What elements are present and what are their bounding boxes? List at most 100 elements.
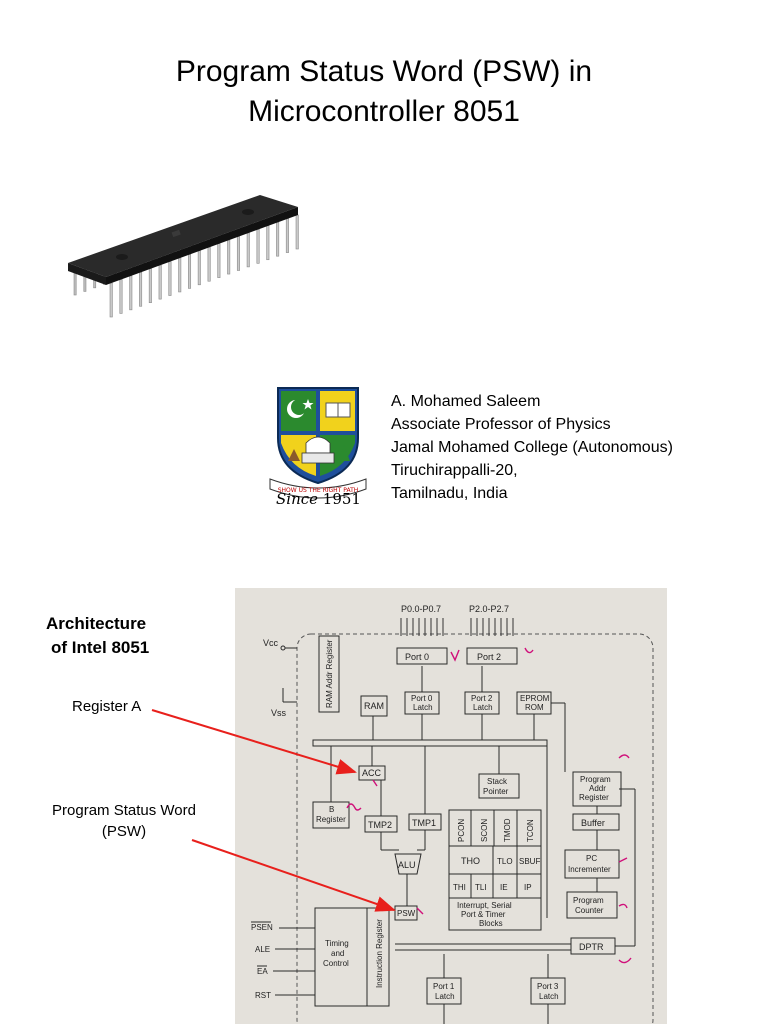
block-port0-latch-l1: Port 0 bbox=[411, 694, 433, 703]
pin-rst: RST bbox=[255, 991, 271, 1000]
block-port3-latch-l2: Latch bbox=[539, 992, 559, 1001]
block-acc: ACC bbox=[362, 768, 382, 778]
block-timing-l1: Timing bbox=[325, 939, 349, 948]
callout-psw: Program Status Word (PSW) bbox=[38, 800, 210, 842]
block-stack-l1: Stack bbox=[487, 777, 508, 786]
since-year: 1951 bbox=[322, 490, 361, 508]
chip-pin bbox=[295, 214, 299, 250]
block-tmp1: TMP1 bbox=[412, 818, 436, 828]
author-info: A. Mohamed Saleem Associate Professor of… bbox=[391, 390, 673, 505]
crest-banner-text: SHOW US THE RIGHT PATH bbox=[278, 487, 359, 494]
chip-pin bbox=[266, 225, 270, 261]
slide-title: Program Status Word (PSW) in Microcontro… bbox=[0, 52, 768, 132]
chip-pin bbox=[148, 268, 152, 303]
block-ram-addr: RAM Addr Register bbox=[325, 639, 334, 708]
chip-pin bbox=[285, 218, 289, 253]
block-port1-latch-l2: Latch bbox=[435, 992, 455, 1001]
sfr-thi: THI bbox=[453, 883, 466, 892]
architecture-heading-line1: Architecture bbox=[46, 614, 147, 633]
chip-pin bbox=[109, 282, 113, 318]
block-timing-l2: and bbox=[331, 949, 344, 958]
chip-pin bbox=[236, 236, 240, 271]
block-buffer: Buffer bbox=[581, 818, 605, 828]
chip-pin bbox=[168, 261, 172, 296]
label-vss: Vss bbox=[271, 708, 287, 718]
block-eprom-l1: EPROM bbox=[520, 694, 550, 703]
architecture-heading-line2: of Intel 8051 bbox=[51, 638, 150, 657]
pin-ale: ALE bbox=[255, 945, 270, 954]
block-prog-addr-l3: Register bbox=[579, 793, 609, 802]
sfr-tlo: TLO bbox=[497, 857, 513, 866]
block-port1-latch-l1: Port 1 bbox=[433, 982, 455, 991]
block-ram: RAM bbox=[364, 701, 384, 711]
author-position: Associate Professor of Physics bbox=[391, 416, 611, 433]
chip-pin bbox=[178, 257, 182, 293]
chip-pin bbox=[139, 271, 143, 307]
block-interrupt-l2: Port & Timer bbox=[461, 910, 506, 919]
label-p0-pins: P0.0-P0.7 bbox=[401, 604, 441, 614]
author-college: Jamal Mohamed College (Autonomous) bbox=[391, 439, 673, 456]
block-port0-latch-l2: Latch bbox=[413, 703, 433, 712]
architecture-heading: Architecture of Intel 8051 bbox=[46, 612, 149, 660]
block-stack-l2: Pointer bbox=[483, 787, 509, 796]
college-crest-logo: SHOW US THE RIGHT PATH bbox=[269, 387, 367, 499]
block-interrupt-l3: Blocks bbox=[479, 919, 503, 928]
block-dptr: DPTR bbox=[579, 942, 604, 952]
block-b-reg-l1: B bbox=[329, 805, 334, 814]
block-instr-reg: Instruction Register bbox=[375, 919, 384, 988]
sfr-pcon: PCON bbox=[457, 819, 466, 842]
sfr-tmod: TMOD bbox=[503, 818, 512, 842]
block-pc-inc-l2: Incrementer bbox=[568, 865, 611, 874]
sfr-tli: TLI bbox=[475, 883, 487, 892]
block-port2-latch-l2: Latch bbox=[473, 703, 493, 712]
pin-ea: EA bbox=[257, 967, 268, 976]
block-pc-inc-l1: PC bbox=[586, 854, 597, 863]
author-state: Tamilnadu, India bbox=[391, 485, 508, 502]
block-prog-counter-l2: Counter bbox=[575, 906, 604, 915]
callout-psw-line1: Program Status Word bbox=[52, 802, 196, 819]
chip-pin bbox=[276, 221, 280, 257]
chip-pin bbox=[129, 275, 133, 311]
sfr-ip: IP bbox=[524, 883, 532, 892]
block-prog-addr-l2: Addr bbox=[589, 784, 606, 793]
sfr-tho: THO bbox=[461, 856, 480, 866]
block-prog-counter-l1: Program bbox=[573, 896, 604, 905]
block-psw: PSW bbox=[397, 909, 416, 918]
chip-pin bbox=[217, 243, 221, 278]
chip-pin bbox=[207, 246, 211, 282]
slide-title-line1: Program Status Word (PSW) in bbox=[175, 55, 593, 88]
block-prog-addr-l1: Program bbox=[580, 775, 611, 784]
sfr-ie: IE bbox=[500, 883, 508, 892]
pin-psen: PSEN bbox=[251, 923, 273, 932]
callout-register-a: Register A bbox=[72, 698, 142, 715]
author-name: A. Mohamed Saleem bbox=[391, 393, 541, 410]
sfr-scon: SCON bbox=[480, 819, 489, 842]
crest-since-label: Since 1951 bbox=[276, 490, 361, 508]
block-alu: ALU bbox=[398, 860, 416, 870]
since-word: Since bbox=[276, 490, 319, 508]
sfr-sbuf: SBUF bbox=[519, 857, 540, 866]
block-interrupt-l1: Interrupt, Serial bbox=[457, 901, 512, 910]
architecture-diagram: P0.0-P0.7 P2.0-P2.7 Vcc Vss Port 0 Port … bbox=[235, 588, 667, 1024]
author-city: Tiruchirappalli-20, bbox=[391, 462, 518, 479]
chip-pin bbox=[119, 279, 123, 314]
block-eprom-l2: ROM bbox=[525, 703, 544, 712]
sfr-tcon: TCON bbox=[526, 819, 535, 842]
chip-pin bbox=[188, 254, 192, 289]
callout-psw-line2: (PSW) bbox=[101, 823, 147, 840]
block-b-reg-l2: Register bbox=[316, 815, 346, 824]
block-port2: Port 2 bbox=[477, 652, 501, 662]
chip-pin bbox=[158, 264, 162, 300]
dip-chip-image bbox=[68, 195, 299, 318]
block-port3-latch-l1: Port 3 bbox=[537, 982, 559, 991]
block-port2-latch-l1: Port 2 bbox=[471, 694, 493, 703]
chip-pin bbox=[227, 239, 231, 275]
slide-title-line2: Microcontroller 8051 bbox=[248, 95, 520, 128]
label-p2-pins: P2.0-P2.7 bbox=[469, 604, 509, 614]
block-tmp2: TMP2 bbox=[368, 820, 392, 830]
chip-pin bbox=[246, 232, 250, 268]
label-vcc: Vcc bbox=[263, 638, 279, 648]
chip-pin bbox=[197, 250, 201, 286]
block-port0: Port 0 bbox=[405, 652, 429, 662]
chip-pin bbox=[256, 229, 260, 264]
